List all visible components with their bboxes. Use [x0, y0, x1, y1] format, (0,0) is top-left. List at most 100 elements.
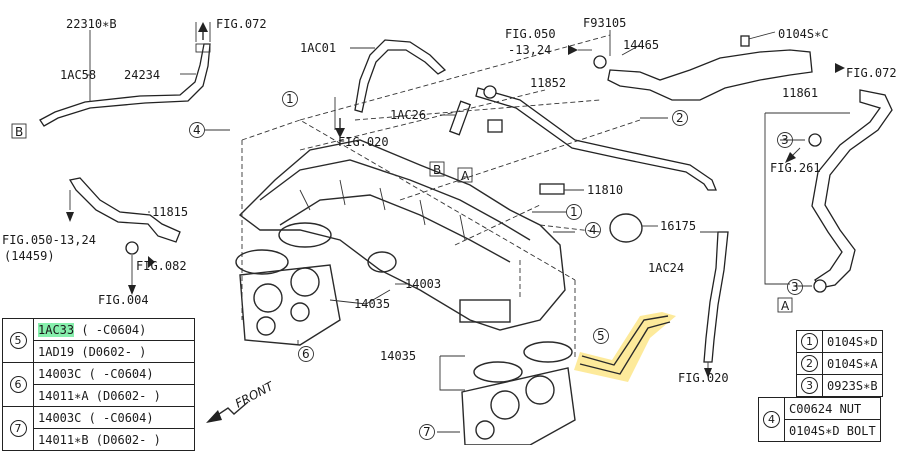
callout-1-mid: 1: [566, 204, 582, 220]
legend-date-range: (D0602- ): [88, 432, 161, 447]
svg-text:1: 1: [570, 205, 578, 219]
legend-row: 5 1AC33 ( -C0604): [2, 318, 195, 363]
label-11861: 11861: [782, 86, 818, 100]
label-24234: 24234: [124, 68, 160, 82]
legend-date-range: ( -C0604): [81, 410, 154, 425]
label-11852: 11852: [530, 76, 566, 90]
label-fig050-top: FIG.050: [505, 27, 556, 41]
box-b-left: [11, 123, 27, 139]
svg-text:6: 6: [302, 347, 310, 361]
callout-3-bottom: 3: [787, 279, 803, 295]
svg-text:7: 7: [423, 425, 431, 439]
arrow-fig082: [148, 256, 155, 268]
legend-date-range: (D0602- ): [88, 388, 161, 403]
hose-11861: [811, 89, 893, 289]
legend-callout-number: 5: [9, 332, 27, 349]
legend-callout-number: 7: [9, 420, 27, 437]
legend-row: 7 14003C ( -C0604): [2, 406, 195, 451]
arrow-fig020-bottom: [704, 368, 712, 378]
label-fig020-mid: FIG.020: [338, 135, 389, 149]
label-14003: 14003: [405, 277, 441, 291]
legend-date-range: (D0602- ): [74, 344, 147, 359]
label-f93105: F93105: [583, 16, 626, 30]
intake-manifold-14003: [238, 139, 566, 331]
label-0104sc: 0104S∗C: [778, 27, 829, 41]
part-1ac26: [448, 100, 472, 136]
legend-date-range: ( -C0604): [74, 322, 147, 337]
legend-part-number: 0104S∗A: [822, 352, 883, 375]
legend-table-left: 5 1AC33 ( -C0604) 1AD19 (D0602- ) 6 14003C (…: [2, 318, 195, 451]
svg-text:4: 4: [589, 223, 597, 237]
legend-part-number: 14003C: [38, 366, 82, 381]
hose-14465: [607, 49, 813, 101]
label-14035-b: 14035: [380, 349, 416, 363]
label-14465: 14465: [623, 38, 659, 52]
legend-part-number: 14011∗A: [38, 388, 89, 403]
label-1ac26: 1AC26: [390, 108, 426, 122]
box-b-left-text: B: [15, 125, 23, 139]
legend-callout-number: 1: [801, 333, 818, 350]
box-a-right: [777, 297, 793, 313]
front-arrow: [206, 401, 249, 423]
label-fig261: FIG.261: [770, 161, 821, 175]
callout-4-left: 4: [189, 122, 205, 138]
svg-text:3: 3: [791, 280, 799, 294]
arrow-fig261: [785, 147, 801, 163]
label-16175: 16175: [660, 219, 696, 233]
label-1ac58: 1AC58: [60, 68, 96, 82]
hose-11815: [68, 177, 181, 243]
label-11815: 11815: [152, 205, 188, 219]
svg-text:1: 1: [286, 92, 294, 106]
label-fig072-top: FIG.072: [216, 17, 267, 31]
hose-1ac58: [39, 43, 211, 127]
arrow-fig050-left: [66, 212, 74, 222]
label-fig004: FIG.004: [98, 293, 149, 307]
throttle-bodies-bottom: [461, 341, 576, 445]
svg-text:2: 2: [676, 111, 684, 125]
legend-callout-number: 6: [9, 376, 27, 393]
box-a-mid-text: A: [461, 169, 470, 183]
box-b-mid: [429, 161, 445, 177]
highlighted-tube: [574, 312, 676, 382]
label-front: FRONT: [233, 378, 277, 410]
box-a-mid: [457, 167, 473, 183]
legend-part-number: 14011∗B: [38, 432, 89, 447]
callout-6: 6: [298, 346, 314, 362]
legend-row: 0104S∗D BOLT: [759, 419, 881, 442]
gasket-16175: [609, 213, 643, 243]
callout-2: 2: [672, 110, 688, 126]
sensor-11810: [539, 183, 565, 195]
legend-callout-number: 2: [801, 355, 818, 372]
arrow-fig072-top: [198, 22, 208, 40]
svg-text:3: 3: [781, 133, 789, 147]
label-14035-a: 14035: [354, 297, 390, 311]
legend-part-number: 14003C: [38, 410, 82, 425]
legend-date-range: ( -C0604): [81, 366, 154, 381]
label-11810: 11810: [587, 183, 623, 197]
legend-part-number: 0104S∗D BOLT: [784, 419, 881, 442]
legend-callout-number: 3: [801, 377, 818, 394]
pipe-11852: [475, 87, 717, 191]
hose-1ac24: [703, 231, 729, 363]
arrow-fig004: [128, 285, 136, 295]
label-22310b: 22310∗B: [66, 17, 117, 31]
callout-5: 5: [593, 328, 609, 344]
legend-part-number: 1AC33: [38, 322, 75, 337]
label-fig020-bottom: FIG.020: [678, 371, 729, 385]
legend-row: 14011∗A (D0602- ): [3, 384, 195, 407]
callout-1-top: 1: [282, 91, 298, 107]
legend-row: 1AD19 (D0602- ): [3, 340, 195, 363]
legend-part-number: C00624 NUT: [784, 397, 881, 420]
box-a-right-text: A: [781, 299, 790, 313]
arrow-fig072-right: [835, 63, 845, 73]
arrow-fig020-mid: [335, 118, 345, 138]
label-14459: (14459): [4, 249, 55, 263]
svg-text:5: 5: [597, 329, 605, 343]
